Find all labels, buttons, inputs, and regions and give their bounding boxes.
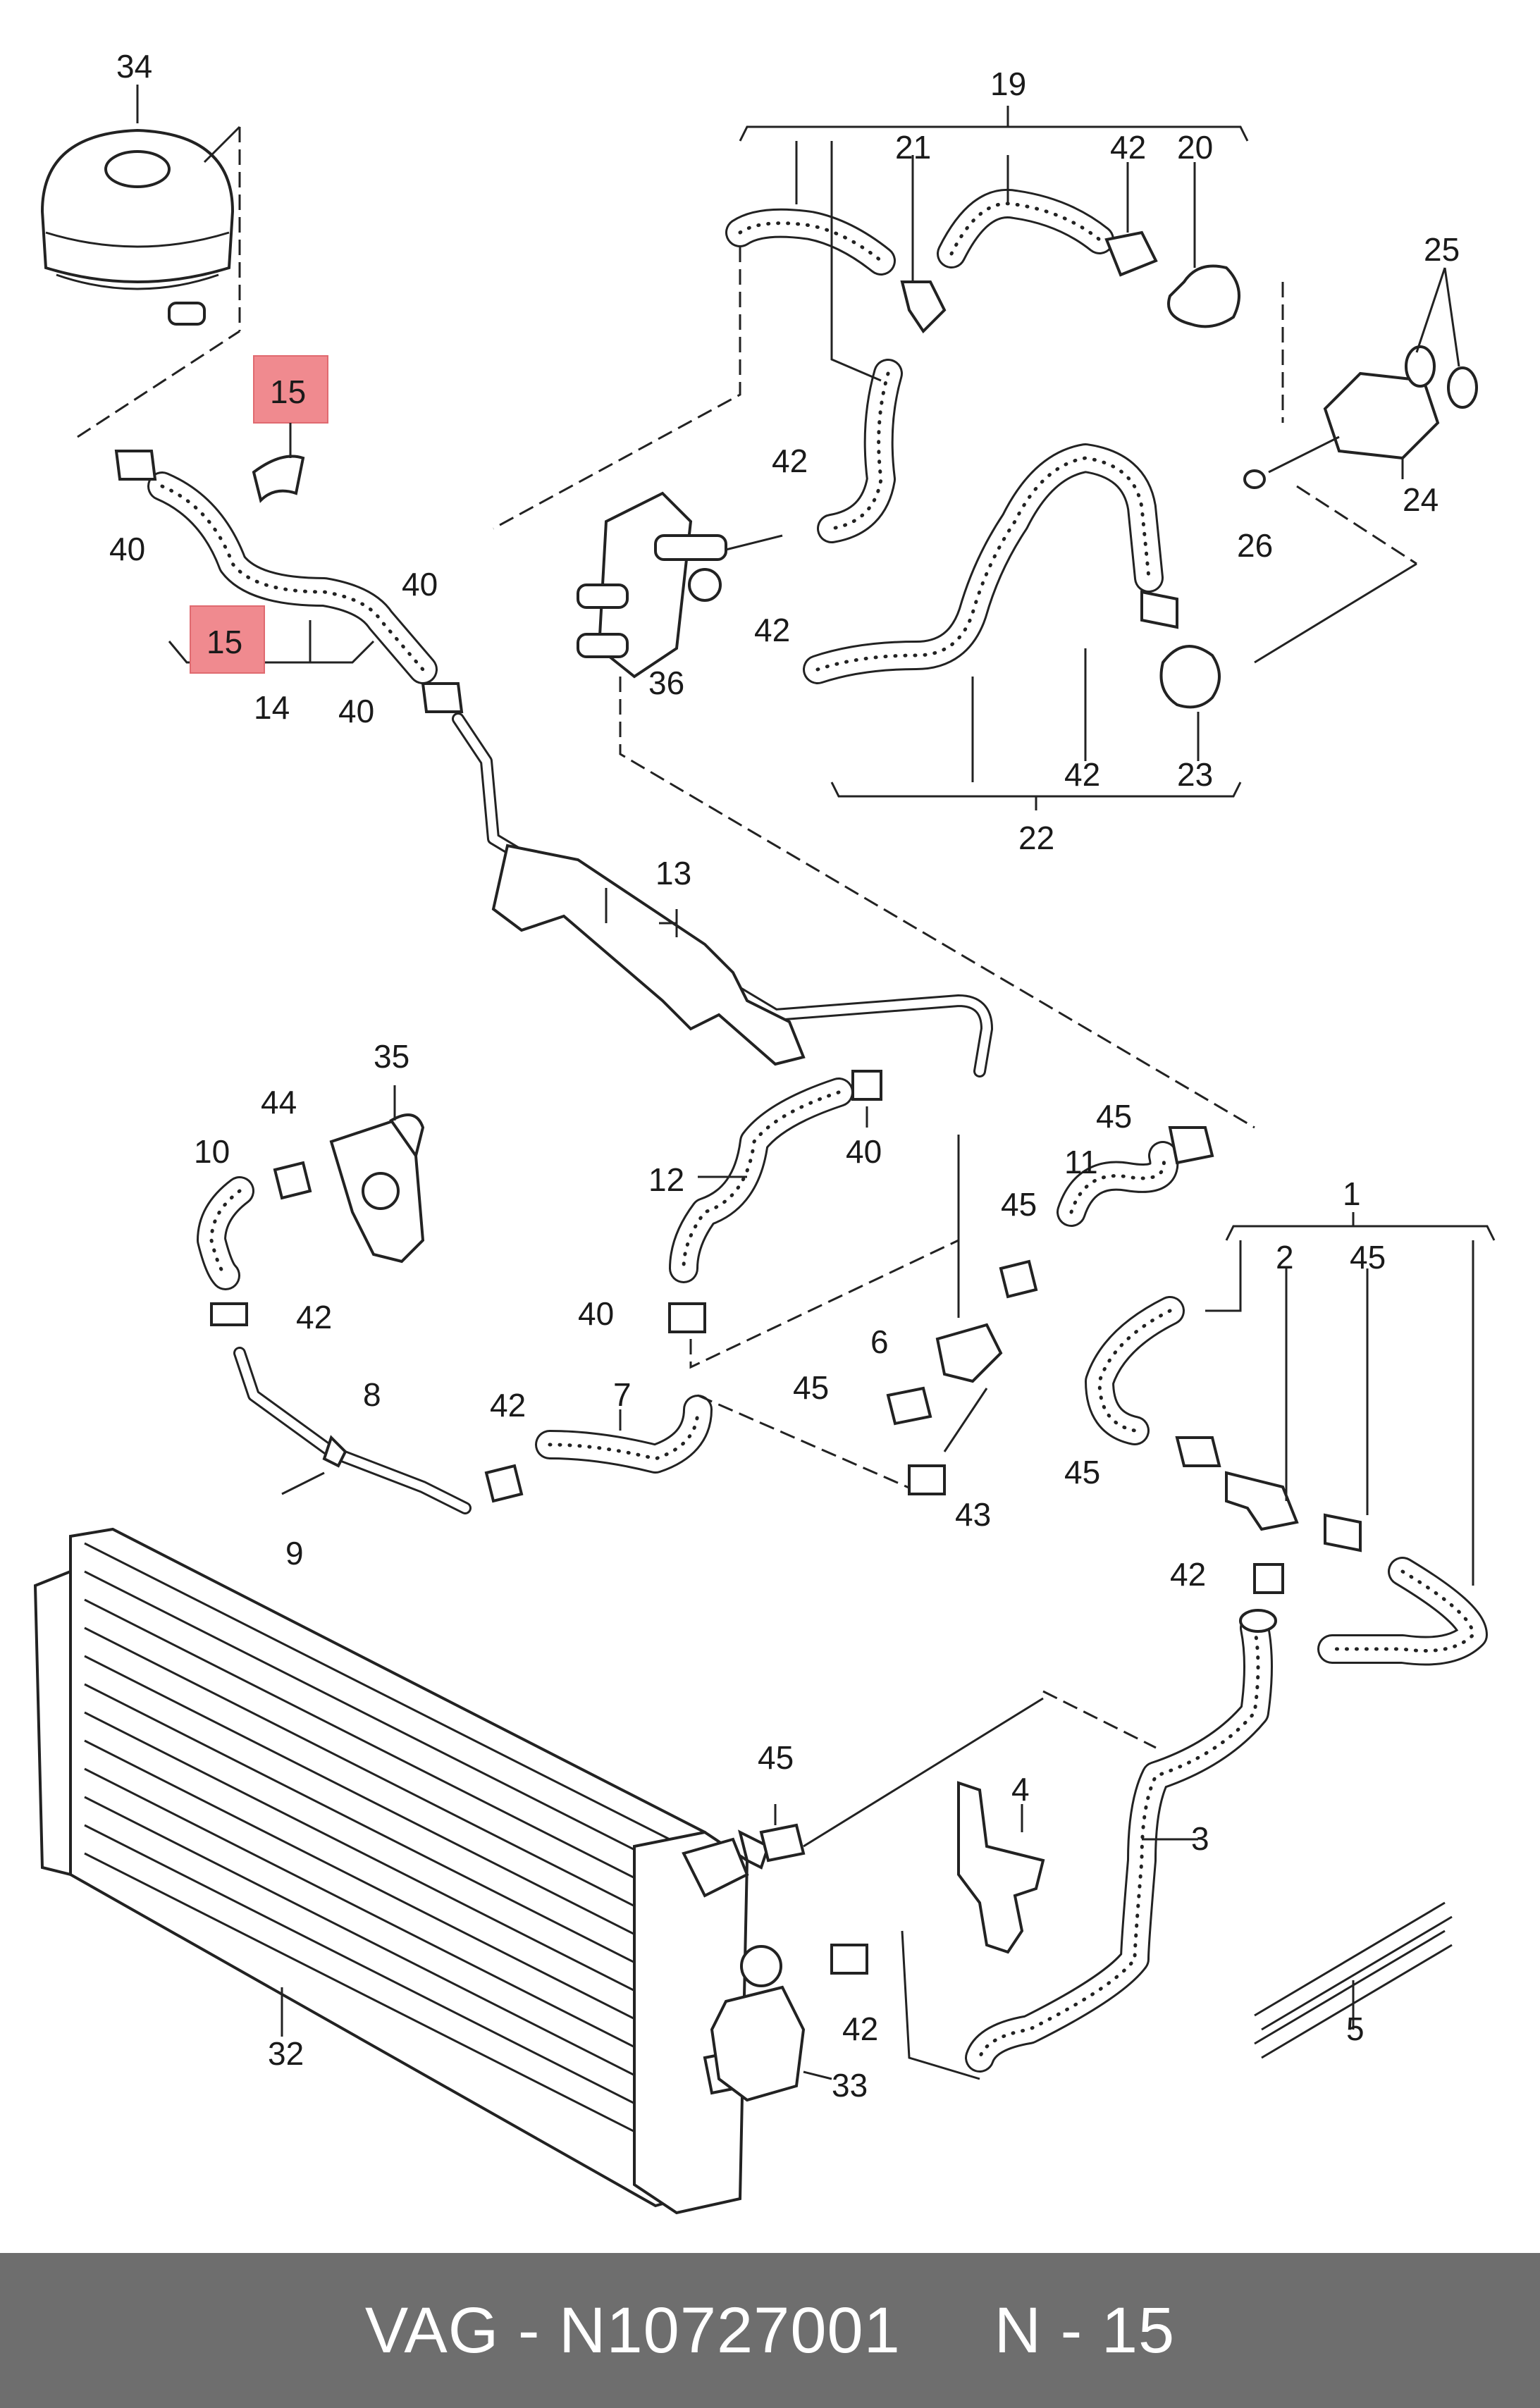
hose-group-22 <box>803 282 1417 810</box>
label-9: 9 <box>285 1535 304 1572</box>
valve-35 <box>329 1085 425 1264</box>
label-21: 21 <box>895 129 931 166</box>
label-42: 42 <box>754 612 790 648</box>
pipe-8 <box>233 1347 524 1514</box>
label-42: 42 <box>772 443 808 479</box>
cable-ties-5 <box>1254 1901 1453 2059</box>
label-14: 14 <box>254 689 290 726</box>
hose-3 <box>901 1609 1277 2080</box>
label-33: 33 <box>832 2067 868 2104</box>
label-42: 42 <box>842 2011 878 2047</box>
flange-24-26 <box>1243 267 1478 489</box>
label-8: 8 <box>363 1376 381 1413</box>
pipe-13 <box>452 712 993 1078</box>
label-45: 45 <box>1096 1098 1132 1135</box>
part-number-footer: VAG - N10727001 N - 15 <box>0 2253 1540 2408</box>
label-2: 2 <box>1276 1239 1294 1276</box>
label-6: 6 <box>870 1323 889 1360</box>
label-40: 40 <box>846 1133 882 1170</box>
label-34: 34 <box>116 48 152 85</box>
hose-12 <box>668 1070 959 1369</box>
clip-45-radiator <box>759 1697 1044 1863</box>
coolant-system-exploded-diagram: 34 19 21 42 20 25 40 14 40 40 42 36 42 2… <box>33 48 1496 2215</box>
label-42: 42 <box>490 1387 526 1424</box>
label-23: 23 <box>1177 756 1213 793</box>
label-42: 42 <box>1064 756 1100 793</box>
label-3: 3 <box>1191 1820 1209 1857</box>
label-22: 22 <box>1018 820 1054 856</box>
label-20: 20 <box>1177 129 1213 166</box>
label-15: 15 <box>270 373 306 410</box>
label-40: 40 <box>402 566 438 603</box>
label-35: 35 <box>374 1038 409 1075</box>
thermostat-housing-36 <box>577 491 1255 1129</box>
label-26: 26 <box>1237 527 1273 564</box>
label-32: 32 <box>268 2035 304 2072</box>
hose-group-19 <box>493 106 1249 543</box>
part-labels: 34 19 21 42 20 25 40 14 40 40 42 36 42 2… <box>109 48 1460 2104</box>
label-45: 45 <box>758 1739 794 1776</box>
label-40: 40 <box>338 693 374 729</box>
label-42: 42 <box>1170 1556 1206 1593</box>
bracket-4 <box>957 1781 1045 1954</box>
label-25: 25 <box>1424 231 1460 268</box>
highlight-part-15-bottom: 15 <box>190 605 265 674</box>
label-42: 42 <box>1110 129 1146 166</box>
label-45: 45 <box>1064 1454 1100 1490</box>
label-44: 44 <box>261 1084 297 1120</box>
t-piece-6 <box>886 1135 1003 1495</box>
label-40: 40 <box>578 1295 614 1332</box>
label-42: 42 <box>296 1299 332 1335</box>
hose-7 <box>535 1394 924 1495</box>
label-45: 45 <box>1001 1186 1037 1223</box>
label-1: 1 <box>1343 1175 1361 1212</box>
label-12: 12 <box>648 1161 684 1198</box>
label-11: 11 <box>1064 1144 1098 1180</box>
label-36: 36 <box>648 665 684 701</box>
label-45: 45 <box>1350 1239 1386 1276</box>
label-19: 19 <box>990 66 1026 102</box>
expansion-tank <box>40 85 241 331</box>
label-40: 40 <box>109 531 145 567</box>
pump-33 <box>710 1944 868 2102</box>
hose-11 <box>999 1126 1214 1299</box>
radiator-32 <box>33 1527 770 2215</box>
label-24: 24 <box>1403 481 1439 518</box>
label-10: 10 <box>194 1133 230 1170</box>
label-5: 5 <box>1346 2011 1365 2047</box>
label-4: 4 <box>1011 1771 1030 1808</box>
label-13: 13 <box>655 855 691 891</box>
hose-10 <box>197 1161 312 1326</box>
label-43: 43 <box>955 1496 991 1533</box>
hose-group-1 <box>1085 1212 1496 1666</box>
footer-text: VAG - N10727001 N - 15 <box>364 2294 1176 2366</box>
label-7: 7 <box>613 1376 632 1413</box>
hose-14 <box>77 330 464 713</box>
label-45: 45 <box>793 1369 829 1406</box>
label-15: 15 <box>207 624 242 660</box>
highlight-part-15-top: 15 <box>253 355 328 458</box>
